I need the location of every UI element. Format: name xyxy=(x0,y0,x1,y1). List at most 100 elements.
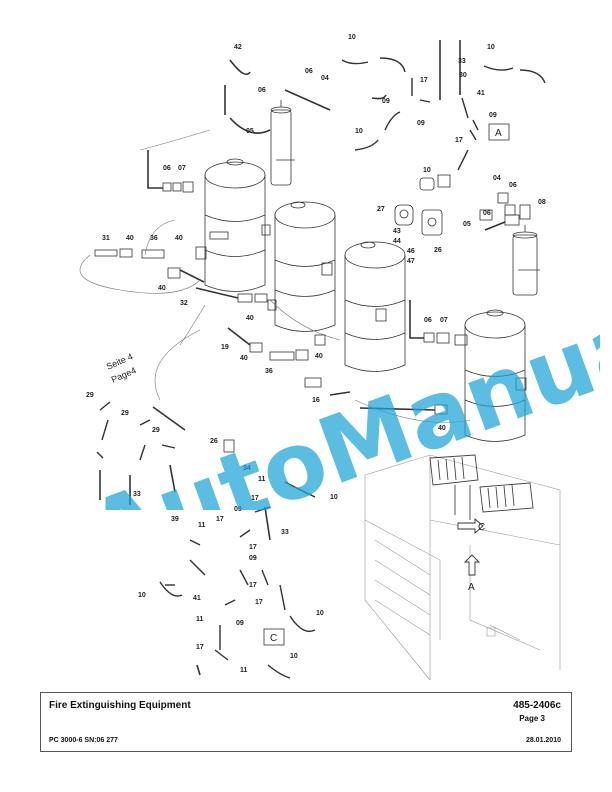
callout: 32 xyxy=(180,300,188,307)
callout: 06 xyxy=(258,87,266,94)
callout: 09 xyxy=(382,98,390,105)
routing-lines xyxy=(79,129,471,423)
callout: 04 xyxy=(493,175,501,182)
callout: 06 xyxy=(163,165,171,172)
part-callouts: 42 06 06 04 05 06 07 10 33 10 17 30 41 0… xyxy=(86,34,546,674)
view-label-a: A xyxy=(495,128,502,139)
callout: 09 xyxy=(249,555,257,562)
document-code: 485-2406c xyxy=(513,700,561,711)
cylinder-3 xyxy=(344,241,406,372)
callout: 10 xyxy=(348,34,356,41)
machine-frame xyxy=(364,454,561,681)
callout: 10 xyxy=(290,653,298,660)
callout: 29 xyxy=(121,410,129,417)
cylinder-2 xyxy=(267,201,336,332)
callout: 10 xyxy=(330,494,338,501)
callout: 36 xyxy=(150,235,158,242)
callout: 40 xyxy=(158,285,166,292)
callout: 33 xyxy=(458,58,466,65)
callout: 34 xyxy=(243,465,251,472)
callout: 07 xyxy=(178,165,186,172)
arrow-label-c: C xyxy=(478,522,485,533)
callout: 17 xyxy=(251,495,259,502)
callout: 41 xyxy=(193,595,201,602)
callout: 17 xyxy=(455,137,463,144)
view-box-c xyxy=(263,628,285,646)
parts-drawing: Seite 4 Page4 A C C A 42 06 06 04 05 06 … xyxy=(79,34,561,681)
callout: 29 xyxy=(86,392,94,399)
view-label-c: C xyxy=(270,633,277,644)
document-date: 28.01.2010 xyxy=(525,737,561,744)
document-title: Fire Extinguishing Equipment xyxy=(49,700,191,711)
callout: 36 xyxy=(265,368,273,375)
callout: 33 xyxy=(133,491,141,498)
callout: 06 xyxy=(424,317,432,324)
callout: 26 xyxy=(434,247,442,254)
callout: 40 xyxy=(240,355,248,362)
callout: 19 xyxy=(221,344,229,351)
cylinder-1 xyxy=(195,158,271,292)
callout: 09 xyxy=(236,620,244,627)
callout: 41 xyxy=(477,90,485,97)
callout: 10 xyxy=(355,128,363,135)
connector-blocks xyxy=(429,454,534,520)
callout: 17 xyxy=(249,582,257,589)
callout: 10 xyxy=(423,167,431,174)
callout: 16 xyxy=(312,397,320,404)
callout: 31 xyxy=(102,235,110,242)
callout: 09 xyxy=(489,112,497,119)
callout: 26 xyxy=(210,438,218,445)
callout: 17 xyxy=(420,77,428,84)
callout: 07 xyxy=(440,317,448,324)
callout: 10 xyxy=(138,592,146,599)
callout: 05 xyxy=(463,221,471,228)
callout: 10 xyxy=(487,44,495,51)
callout: 11 xyxy=(196,616,204,623)
callout: 11 xyxy=(240,667,248,674)
seite4-crossref: Seite 4 Page4 xyxy=(105,351,138,385)
arrow-label-a: A xyxy=(468,582,475,593)
page-number: Page 3 xyxy=(519,714,545,723)
callout: 09 xyxy=(417,120,425,127)
callout: 47 xyxy=(407,258,415,265)
view-box-a xyxy=(488,123,510,141)
callout: 08 xyxy=(538,199,546,206)
callout: 43 xyxy=(393,228,401,235)
callout: 42 xyxy=(234,44,242,51)
machine-model: PC 3000-6 SN:06 277 xyxy=(49,737,118,744)
callout: 05 xyxy=(246,128,254,135)
callout: 40 xyxy=(315,353,323,360)
callout: 17 xyxy=(216,516,224,523)
callout: 09 xyxy=(234,506,242,513)
view-arrow-a xyxy=(463,554,481,576)
callout: 17 xyxy=(255,599,263,606)
callout: 30 xyxy=(459,72,467,79)
callout: 06 xyxy=(305,68,313,75)
valve-cartridge-right xyxy=(512,225,540,296)
hose-lines xyxy=(99,40,506,676)
callout: 06 xyxy=(483,210,491,217)
callout: 39 xyxy=(171,516,179,523)
callout: 44 xyxy=(393,238,401,245)
callout: 11 xyxy=(198,522,206,529)
valve-cartridge-top xyxy=(270,100,295,186)
callout: 17 xyxy=(249,544,257,551)
callout: 10 xyxy=(316,610,324,617)
callout: 11 xyxy=(258,476,266,483)
title-block: Fire Extinguishing Equipment 485-2406c P… xyxy=(40,692,572,752)
cylinder-4 xyxy=(454,309,527,442)
callout: 40 xyxy=(246,315,254,322)
callout: 04 xyxy=(321,75,329,82)
callout: 40 xyxy=(175,235,183,242)
callout: 40 xyxy=(126,235,134,242)
callout: 29 xyxy=(152,427,160,434)
callout: 46 xyxy=(407,248,415,255)
elbow-fittings xyxy=(96,57,546,679)
callout: 27 xyxy=(377,206,385,213)
callout: 17 xyxy=(196,644,204,651)
callout: 33 xyxy=(281,529,289,536)
fittings xyxy=(94,174,531,453)
callout: 40 xyxy=(438,425,446,432)
view-arrow-c xyxy=(457,518,484,534)
callout: 06 xyxy=(509,182,517,189)
